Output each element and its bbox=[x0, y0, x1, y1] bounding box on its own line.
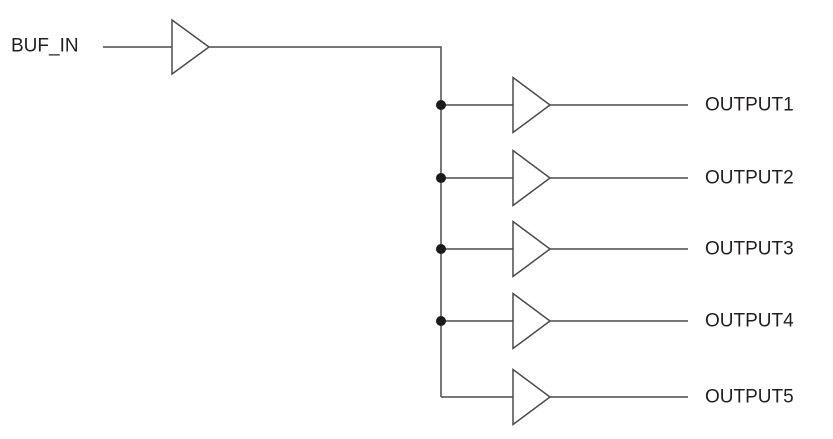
output-row-4: OUTPUT4 bbox=[436, 292, 794, 350]
row3-buffer-triangle bbox=[512, 220, 552, 278]
input-buffer-triangle bbox=[171, 18, 211, 76]
output3-net-label: OUTPUT3 bbox=[705, 239, 794, 260]
output-row-2: OUTPUT2 bbox=[436, 149, 794, 207]
row1-junction-dot bbox=[436, 100, 446, 110]
output5-net-label: OUTPUT5 bbox=[705, 387, 794, 408]
row2-junction-dot bbox=[436, 173, 446, 183]
output-row-5: OUTPUT5 bbox=[441, 368, 794, 426]
output2-net-label: OUTPUT2 bbox=[705, 168, 794, 189]
output1-net-label: OUTPUT1 bbox=[705, 95, 794, 116]
row4-junction-dot bbox=[436, 316, 446, 326]
output-row-1: OUTPUT1 bbox=[436, 76, 794, 134]
bus-wire bbox=[209, 46, 442, 397]
output4-net-label: OUTPUT4 bbox=[705, 311, 794, 332]
input-net-label: BUF_IN bbox=[11, 36, 79, 57]
row4-buffer-triangle bbox=[512, 292, 552, 350]
output-row-3: OUTPUT3 bbox=[436, 220, 794, 278]
row3-junction-dot bbox=[436, 244, 446, 254]
row2-buffer-triangle bbox=[512, 149, 552, 207]
row1-buffer-triangle bbox=[512, 76, 552, 134]
row5-buffer-triangle bbox=[512, 368, 552, 426]
